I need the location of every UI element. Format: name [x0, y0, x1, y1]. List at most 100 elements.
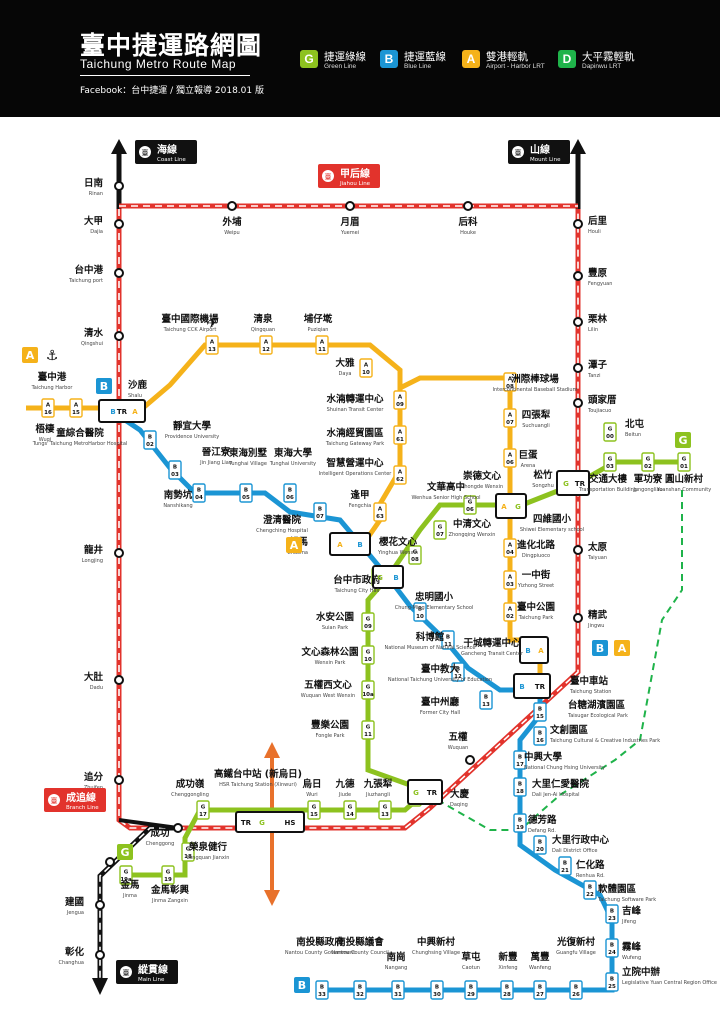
svg-text:臺: 臺	[325, 172, 332, 181]
station-label-en-wuquan: Wuquan	[448, 745, 469, 751]
station-dot-wuquan	[465, 755, 475, 765]
station-code-b25: B25	[605, 972, 619, 992]
station-code-b24: B24	[605, 938, 619, 958]
svg-text:02: 02	[644, 464, 652, 470]
station-label-fengchia: 逢甲	[350, 489, 369, 501]
rail-tag-main: 臺縱貫線Main Line	[116, 960, 178, 984]
header: 臺中捷運路網圖 Taichung Metro Route Map Faceboo…	[0, 0, 720, 117]
svg-text:B: B	[469, 985, 473, 991]
svg-text:23: 23	[608, 916, 616, 922]
station-label-en-chengching-hospital: Chengching Hospital	[256, 528, 308, 534]
station-code-a07: A07	[503, 408, 517, 428]
legend-badge-b: B	[380, 50, 398, 68]
station-code-g02: G02	[641, 452, 655, 472]
station-label-en-transportation-building: Transportation Building	[578, 487, 637, 493]
station-code-b17: B17	[513, 750, 527, 770]
svg-text:00: 00	[606, 434, 614, 440]
station-label-wuqi: 梧棲	[35, 423, 55, 435]
svg-text:臺: 臺	[515, 148, 522, 157]
svg-text:B: B	[518, 818, 522, 824]
station-label-en-dali-district-office: Dali District Office	[552, 848, 597, 854]
station-code-b20: B20	[533, 835, 547, 855]
svg-text:A: A	[264, 340, 269, 346]
station-label-shalu: 沙鹿	[128, 379, 148, 391]
station-label-en-taichung-harbor: Taichung Harbor	[31, 385, 74, 391]
station-code-g14: G14	[343, 800, 357, 820]
svg-text:B: B	[538, 840, 542, 846]
svg-text:A: A	[508, 575, 513, 581]
station-label-en-guangfu-village: Guangfu Village	[556, 950, 596, 956]
svg-text:G: G	[312, 805, 317, 811]
transfer-code-6: G	[515, 503, 521, 511]
svg-text:G: G	[468, 500, 473, 506]
station-code-b30: B30	[430, 980, 444, 1000]
svg-text:25: 25	[608, 984, 616, 990]
svg-text:Main Line: Main Line	[138, 977, 165, 983]
station-dot-fengyuan	[573, 271, 583, 281]
station-label-lilin: 栗林	[588, 313, 608, 325]
svg-text:B: B	[446, 635, 450, 641]
svg-text:B: B	[173, 465, 177, 471]
station-label-wuri: 烏日	[302, 778, 321, 790]
svg-text:03: 03	[171, 472, 179, 478]
station-label-jinma: 金馬	[119, 879, 140, 891]
station-label-wenxin-park: 文心森林公園	[300, 646, 358, 658]
station-label-en-tungs-taichung-metroharbor-hospital: Tungs' Taichung MetroHarbor Hospital	[32, 441, 128, 447]
station-dot-changhua	[95, 950, 105, 960]
station-label-suchuangli: 四張犁	[522, 409, 551, 421]
station-label-former-city-hall: 臺中州廳	[421, 696, 460, 708]
station-label-taichung-station: 臺中車站	[570, 675, 609, 687]
station-label-en-nanshikang: Nanshikang	[163, 503, 192, 509]
svg-text:10: 10	[364, 657, 372, 663]
svg-text:A: A	[210, 340, 215, 346]
station-label-en-xinfeng: Xinfeng	[498, 965, 517, 971]
line-badge-green-line-6: G	[117, 844, 133, 860]
station-label-daqing: 大慶	[450, 788, 470, 800]
station-code-g10: G10	[361, 645, 375, 665]
station-label-en-nangang: Nangang	[385, 965, 408, 971]
rail-tag-coast: 臺海線Coast Line	[135, 140, 197, 164]
svg-text:A: A	[508, 453, 513, 459]
svg-text:62: 62	[396, 477, 404, 483]
svg-text:16: 16	[44, 410, 52, 416]
station-label-en-longjing: Longjing	[82, 558, 103, 564]
station-code-a02: A02	[503, 602, 517, 622]
blue-line-track	[105, 405, 615, 993]
station-code-b31: B31	[391, 980, 405, 1000]
station-label-daya: 大雅	[335, 357, 355, 369]
svg-text:09: 09	[364, 624, 372, 630]
station-label-en-former-city-hall: Former City Hall	[420, 710, 460, 716]
station-label-intelligent-operations-center: 智慧營運中心	[326, 457, 384, 469]
station-label-en-zhongqing-wenxin: Zhongqing Wenxin	[449, 532, 496, 538]
station-label-en-shiwei-elementary-school: Shiwei Elementary school	[520, 527, 584, 533]
svg-text:B: B	[244, 488, 248, 494]
svg-text:02: 02	[506, 614, 514, 620]
transfer-code-9: G	[377, 574, 383, 582]
station-label-en-daya: Daya	[339, 371, 352, 377]
svg-text:山線: 山線	[530, 143, 550, 156]
station-label-en-jin-jiang-liao: Jin Jiang Liao	[199, 460, 232, 466]
svg-text:B: B	[596, 642, 604, 655]
station-label-en-beitun: Beitun	[625, 432, 641, 438]
svg-text:07: 07	[436, 532, 444, 538]
station-label-dingpiuoco: 進化北路	[517, 539, 556, 551]
mountain-line-arrow	[570, 139, 586, 154]
station-label-dali-district-office: 大里行政中心	[552, 834, 610, 846]
svg-text:A: A	[508, 413, 513, 419]
svg-text:Branch Line: Branch Line	[66, 805, 99, 811]
svg-text:13: 13	[208, 347, 216, 353]
transfer-code-2: A	[132, 408, 138, 416]
station-dot-yuemei	[345, 201, 355, 211]
svg-text:A: A	[618, 642, 627, 655]
svg-text:09: 09	[396, 402, 404, 408]
station-label-chenggongling: 成功嶺	[176, 778, 205, 790]
transfer-code-16: TR	[427, 789, 438, 797]
legend-label: 雙港輕軌	[486, 51, 528, 63]
station-label-en-national-museum-of-natural-science: National Museum of Natural Science	[384, 645, 475, 651]
station-label-taichung-software-park: 軟體園區	[598, 883, 637, 895]
svg-text:G: G	[366, 617, 371, 623]
transfer-shalu	[98, 399, 146, 423]
svg-text:A: A	[378, 507, 383, 513]
transfer-code-17: TR	[241, 819, 252, 827]
